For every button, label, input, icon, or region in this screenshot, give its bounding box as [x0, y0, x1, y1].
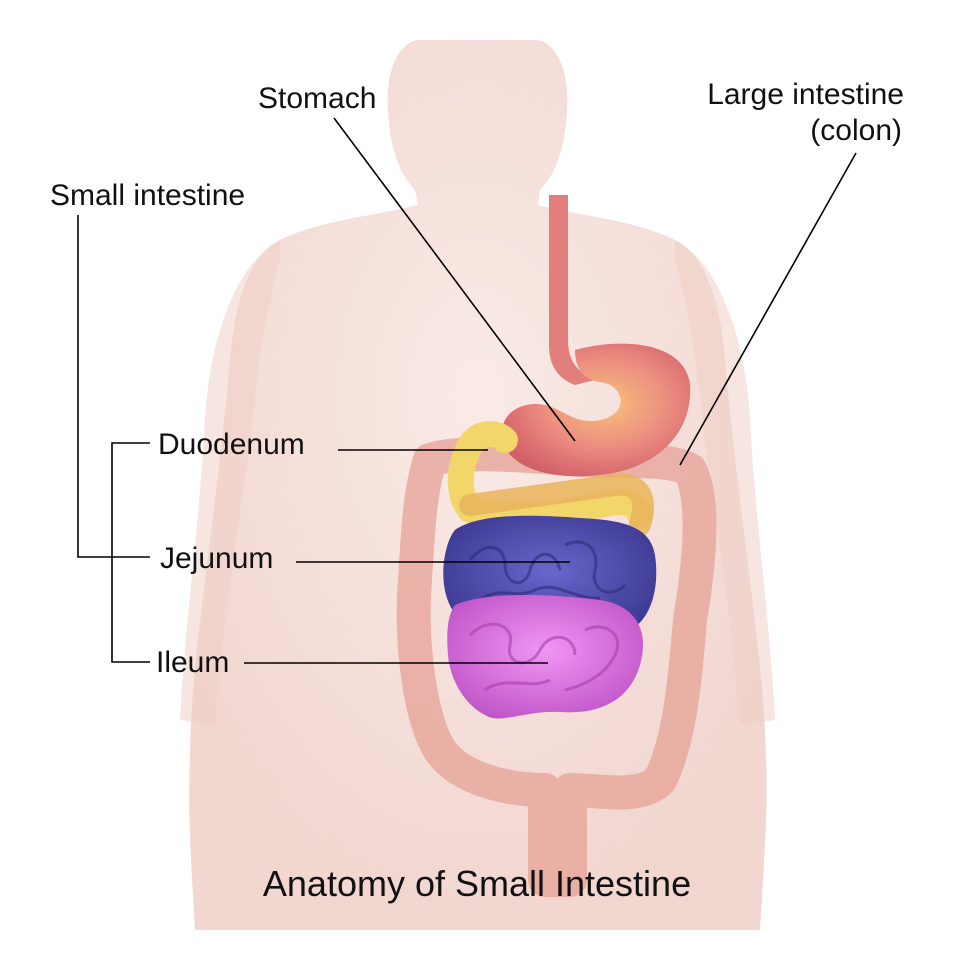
- jejunum-loops: [468, 540, 627, 602]
- esophagus: [549, 195, 595, 385]
- label-colon: (colon): [810, 114, 902, 147]
- label-ileum: Ileum: [156, 646, 230, 679]
- label-small-intestine: Small intestine: [50, 179, 246, 212]
- label-duodenum: Duodenum: [158, 428, 305, 461]
- duodenum-shade: [459, 473, 654, 536]
- label-large-intestine: Large intestine: [707, 78, 904, 111]
- label-jejunum: Jejunum: [160, 542, 274, 575]
- leader-lines: [77, 117, 857, 664]
- right-arm: [675, 240, 775, 725]
- left-arm: [180, 240, 280, 725]
- body-silhouette: [189, 40, 767, 930]
- stomach-shape: [501, 343, 691, 477]
- label-stomach: Stomach: [258, 82, 377, 115]
- diagram-title: Anatomy of Small Intestine: [262, 863, 692, 904]
